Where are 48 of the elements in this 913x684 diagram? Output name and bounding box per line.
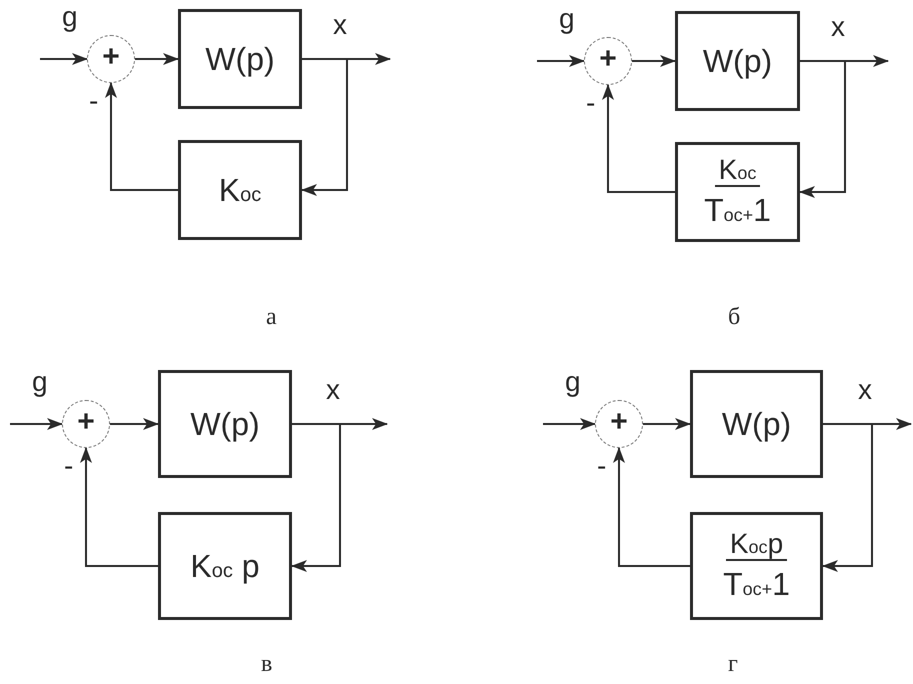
transfer-function-block xyxy=(690,370,823,478)
arrow xyxy=(40,53,88,65)
plus-sign: + xyxy=(599,44,617,74)
panel-label: б xyxy=(728,305,740,329)
edge-label: g xyxy=(559,5,575,33)
arrow xyxy=(291,423,341,572)
plus-sign: + xyxy=(77,407,95,437)
block-label: W(p) xyxy=(722,408,792,440)
edge-label: x xyxy=(831,13,845,41)
plus-sign: + xyxy=(102,42,120,72)
arrow xyxy=(80,447,158,567)
edge-label: x xyxy=(333,11,347,39)
transfer-function-block xyxy=(178,140,302,240)
panel-label: г xyxy=(728,652,738,676)
arrow xyxy=(301,58,348,196)
arrow xyxy=(10,418,63,430)
edge-label: - xyxy=(597,452,606,480)
arrow xyxy=(632,55,676,67)
transfer-function-block xyxy=(158,512,292,620)
arrow xyxy=(643,418,691,430)
edge-label: g xyxy=(62,3,78,31)
arrow xyxy=(602,84,675,193)
arrow xyxy=(822,423,873,572)
arrow xyxy=(105,82,178,191)
edge-label: x xyxy=(326,376,340,404)
edge-label: x xyxy=(858,376,872,404)
edge-label: - xyxy=(89,87,98,115)
transfer-function-block xyxy=(158,370,292,478)
edge-label: - xyxy=(586,89,596,117)
transfer-function-block xyxy=(178,9,302,109)
block-label: W(p) xyxy=(205,43,275,75)
edge-label: - xyxy=(64,452,74,480)
edge-label: g xyxy=(565,368,581,396)
transfer-function-block xyxy=(675,142,800,242)
block-label: W(p) xyxy=(190,408,260,440)
arrow xyxy=(613,447,690,567)
arrow xyxy=(799,60,846,198)
arrow xyxy=(135,53,179,65)
arrow xyxy=(543,418,596,430)
arrow xyxy=(110,418,159,430)
plus-sign: + xyxy=(610,407,628,437)
panel-label: а xyxy=(266,305,277,329)
panel-label: в xyxy=(261,652,272,676)
transfer-function-block xyxy=(675,11,800,111)
block-label: W(p) xyxy=(702,45,772,77)
edge-label: g xyxy=(32,368,48,396)
transfer-function-block xyxy=(690,512,823,620)
arrow xyxy=(537,55,585,67)
